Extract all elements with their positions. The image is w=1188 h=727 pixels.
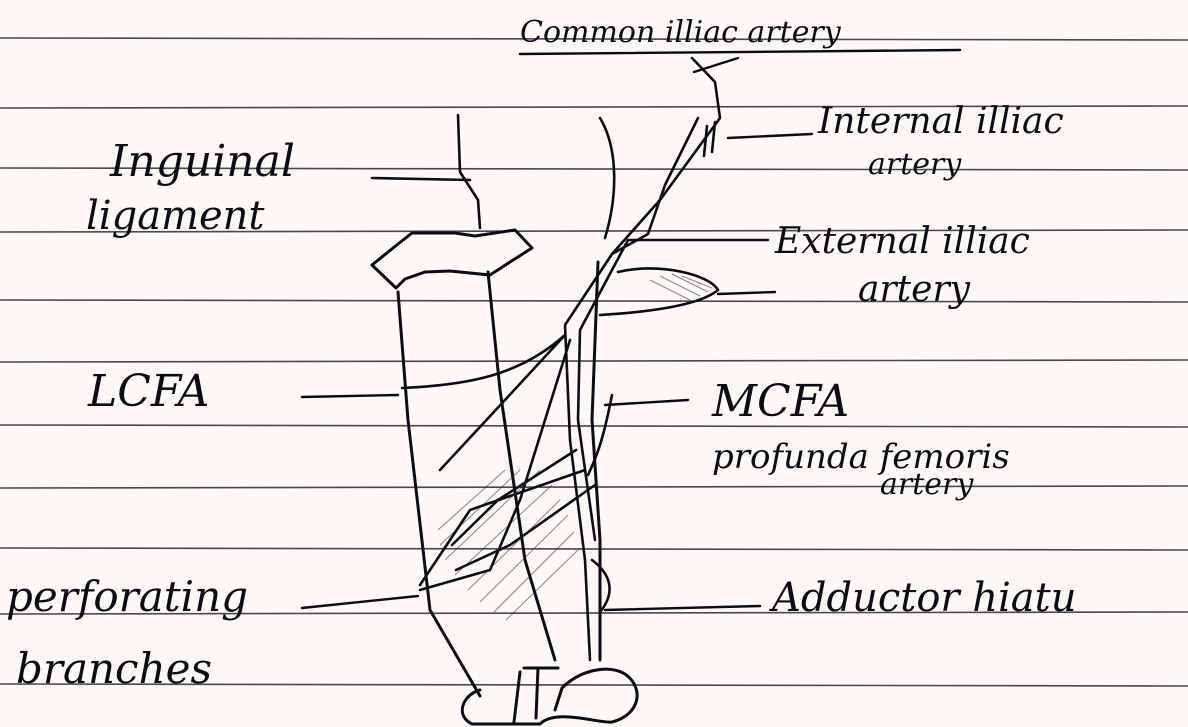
- femur-head: [372, 230, 532, 288]
- hatching: [438, 274, 712, 620]
- label-profunda-artery: artery: [880, 470, 973, 500]
- label-common-iliac-artery: Common illiac artery: [520, 18, 841, 48]
- external-iliac-cuff: [600, 268, 718, 315]
- label-internal-iliac: Internal illiac: [818, 104, 1064, 140]
- label-perforating: perforating: [6, 576, 248, 618]
- adductor-leader: [605, 606, 760, 610]
- femur-condyles: [462, 669, 637, 724]
- inguinal-pointer: [458, 115, 480, 228]
- internal-iliac-leader: [728, 134, 812, 138]
- label-ligament: ligament: [86, 196, 264, 236]
- label-external-iliac-artery: artery: [858, 272, 970, 308]
- femoral-artery-outer: [578, 240, 628, 540]
- common-iliac-underline: [520, 50, 960, 54]
- label-lcfa: LCFA: [88, 370, 209, 414]
- label-branches: branches: [16, 648, 212, 690]
- femur-bone: [372, 230, 637, 724]
- ruled-line: [0, 548, 1188, 550]
- femur-shaft-left: [398, 292, 480, 696]
- perforating-leader: [302, 596, 418, 608]
- intercondylar-notch: [514, 668, 558, 722]
- profunda-lateral: [452, 450, 576, 545]
- label-external-iliac: External illiac: [775, 224, 1030, 260]
- internal-iliac-stub: [704, 122, 715, 156]
- lcfa-descending: [440, 335, 565, 470]
- inguinal-leader-line: [372, 178, 470, 180]
- external-iliac-artery-leader: [718, 292, 775, 294]
- inguinal-curve: [600, 118, 614, 238]
- label-inguinal: Inguinal: [110, 140, 295, 184]
- label-internal-iliac-artery: artery: [868, 150, 961, 180]
- label-mcfa: MCFA: [712, 380, 849, 424]
- internal-iliac-artery: [612, 118, 698, 254]
- common-iliac-pointer: [694, 58, 738, 72]
- label-adductor-hiatus: Adductor hiatu: [772, 578, 1077, 618]
- lcfa-leader: [302, 395, 398, 397]
- mcfa-leader: [605, 400, 688, 405]
- femur-shaft-right: [488, 272, 555, 660]
- ruled-line: [0, 425, 1188, 427]
